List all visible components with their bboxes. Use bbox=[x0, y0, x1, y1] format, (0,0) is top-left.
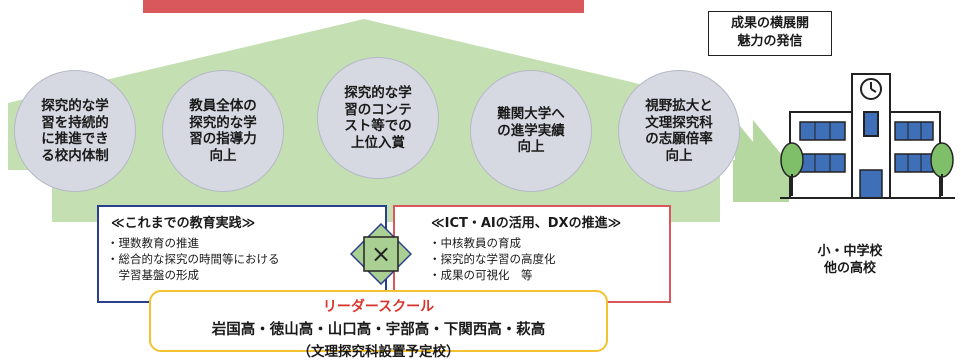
school-label-line-1: 小・中学校 bbox=[817, 244, 883, 259]
cross-diamond: × bbox=[350, 223, 412, 285]
goal-circle-5-text: 視野拡大と 文理探究科 の志願倍率 向上 bbox=[645, 98, 713, 164]
dx-promotion-box: ≪ICT・AIの活用、DXの推進≫ ・中核教員の育成 ・探究的な学習の高度化 ・… bbox=[393, 205, 671, 303]
goal-circle-1: 探究的な学 習を持続的 に推進でき る校内体制 bbox=[14, 70, 136, 192]
tree-icon bbox=[780, 142, 954, 196]
leader-school-list: 岩国高・徳山高・山口高・宇部高・下関西高・萩高 bbox=[211, 322, 546, 338]
past-practice-title: ≪これまでの教育実践≫ bbox=[111, 216, 256, 231]
callout-box: 成果の横展開 魅力の発信 bbox=[708, 11, 832, 56]
goal-circle-5: 視野拡大と 文理探究科 の志願倍率 向上 bbox=[618, 70, 740, 192]
dx-promotion-item: ・中核教員の育成 bbox=[429, 236, 521, 250]
goal-circle-2: 教員全体の 探究的な学 習の指導力 向上 bbox=[162, 70, 284, 192]
school-building-icon bbox=[780, 73, 955, 199]
past-practice-item: ・総合的な探究の時間等における bbox=[107, 252, 280, 266]
past-practice-item: ・理数教育の推進 bbox=[107, 236, 199, 250]
leader-school-note: （文理探究科設置予定校） bbox=[297, 344, 460, 360]
dx-promotion-title: ≪ICT・AIの活用、DXの推進≫ bbox=[431, 216, 622, 231]
cross-icon: × bbox=[371, 240, 391, 268]
goal-circle-3-text: 探究的な学 習のコンテ スト等での 上位入賞 bbox=[344, 85, 412, 151]
past-practice-box: ≪これまでの教育実践≫ ・理数教育の推進 ・総合的な探究の時間等における 学習基… bbox=[97, 205, 387, 303]
dx-promotion-item: ・探究的な学習の高度化 bbox=[429, 252, 556, 266]
arrow-base bbox=[733, 160, 789, 202]
goal-circle-3: 探究的な学 習のコンテ スト等での 上位入賞 bbox=[317, 57, 439, 179]
callout-line-1: 成果の横展開 bbox=[730, 16, 809, 31]
cross-box bbox=[363, 236, 399, 272]
school-label-line-2: 他の高校 bbox=[823, 261, 876, 276]
goal-circle-4-text: 難関大学へ の進学実績 向上 bbox=[497, 106, 565, 156]
school-label: 小・中学校 他の高校 bbox=[780, 243, 920, 277]
top-red-bar bbox=[143, 0, 584, 13]
dx-promotion-item: ・成果の可視化 等 bbox=[429, 268, 533, 282]
callout-line-2: 魅力の発信 bbox=[737, 34, 803, 49]
leader-school-title: リーダースクール bbox=[322, 299, 435, 315]
goal-circle-4: 難関大学へ の進学実績 向上 bbox=[470, 70, 592, 192]
goal-circle-2-text: 教員全体の 探究的な学 習の指導力 向上 bbox=[189, 98, 257, 164]
goal-circle-1-text: 探究的な学 習を持続的 に推進でき る校内体制 bbox=[41, 98, 109, 164]
leader-school-box: リーダースクール 岩国高・徳山高・山口高・宇部高・下関西高・萩高 （文理探究科設… bbox=[149, 290, 608, 360]
past-practice-item: 学習基盤の形成 bbox=[107, 268, 199, 282]
